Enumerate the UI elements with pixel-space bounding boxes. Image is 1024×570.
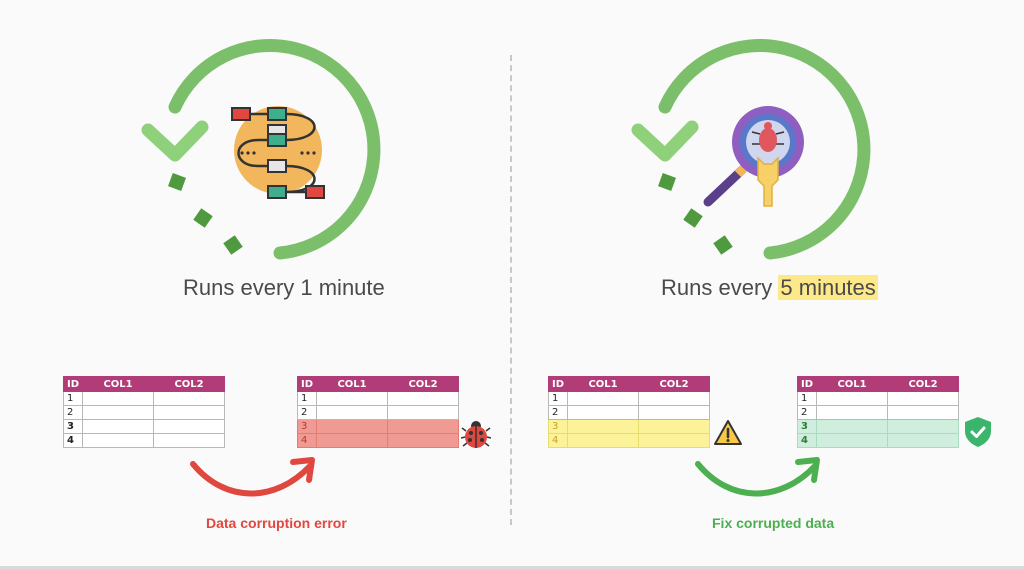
table-row-fixed: 4 — [796, 433, 960, 448]
loop-arrowhead — [141, 120, 209, 162]
header-col2: COL2 — [153, 376, 226, 392]
left-corrupted-table: ID COL1 COL2 1 2 3 4 — [296, 376, 460, 448]
shield-check-icon — [965, 417, 991, 447]
table-header-row: ID COL1 COL2 — [296, 376, 460, 392]
workflow-icon — [231, 106, 325, 199]
loop-arrowhead — [631, 120, 699, 162]
bug-fix-icon — [703, 106, 804, 207]
fix-arrow — [695, 457, 820, 497]
row-id: 1 — [547, 391, 569, 406]
table-row-corrupted: 4 — [296, 433, 460, 448]
table-row: 2 — [62, 405, 226, 420]
fix-label: Fix corrupted data — [712, 515, 835, 531]
row-id: 3 — [547, 419, 569, 434]
right-caption-prefix: Runs every — [661, 275, 779, 300]
header-id: ID — [62, 376, 84, 392]
row-id: 4 — [796, 433, 818, 448]
header-id: ID — [296, 376, 318, 392]
header-col1: COL1 — [82, 376, 155, 392]
header-col2: COL2 — [887, 376, 960, 392]
ladybug-icon — [461, 421, 491, 448]
table-row: 3 — [62, 419, 226, 434]
header-col1: COL1 — [567, 376, 640, 392]
row-id: 4 — [547, 433, 569, 448]
row-id: 1 — [296, 391, 318, 406]
header-col1: COL1 — [316, 376, 389, 392]
table-row-warning: 4 — [547, 433, 711, 448]
table-row: 1 — [796, 391, 960, 406]
left-initial-table: ID COL1 COL2 1 2 3 4 — [62, 376, 226, 448]
warning-icon — [714, 420, 742, 445]
table-row: 2 — [296, 405, 460, 420]
right-caption: Runs every 5 minutes — [661, 275, 878, 301]
table-header-row: ID COL1 COL2 — [796, 376, 960, 392]
row-id: 2 — [62, 405, 84, 420]
row-id: 1 — [62, 391, 84, 406]
header-col2: COL2 — [387, 376, 460, 392]
left-caption: Runs every 1 minute — [183, 275, 385, 300]
table-row-corrupted: 3 — [296, 419, 460, 434]
table-row: 4 — [62, 433, 226, 448]
panel-divider — [510, 55, 512, 525]
header-id: ID — [796, 376, 818, 392]
row-id: 3 — [62, 419, 84, 434]
row-id: 2 — [547, 405, 569, 420]
table-header-row: ID COL1 COL2 — [62, 376, 226, 392]
table-row: 1 — [62, 391, 226, 406]
row-id: 2 — [296, 405, 318, 420]
table-row: 1 — [547, 391, 711, 406]
corruption-label: Data corruption error — [206, 515, 347, 531]
bottom-edge — [0, 566, 1024, 570]
right-cycle-graphic — [631, 39, 871, 260]
corruption-arrow — [190, 457, 315, 497]
header-id: ID — [547, 376, 569, 392]
left-cycle-graphic — [141, 39, 381, 260]
table-row-fixed: 3 — [796, 419, 960, 434]
right-caption-highlight: 5 minutes — [778, 275, 878, 300]
table-header-row: ID COL1 COL2 — [547, 376, 711, 392]
table-row: 2 — [796, 405, 960, 420]
row-id: 4 — [62, 433, 84, 448]
header-col2: COL2 — [638, 376, 711, 392]
table-row-warning: 3 — [547, 419, 711, 434]
right-warning-table: ID COL1 COL2 1 2 3 4 — [547, 376, 711, 448]
table-row: 1 — [296, 391, 460, 406]
table-row: 2 — [547, 405, 711, 420]
row-id: 2 — [796, 405, 818, 420]
header-col1: COL1 — [816, 376, 889, 392]
row-id: 4 — [296, 433, 318, 448]
row-id: 1 — [796, 391, 818, 406]
row-id: 3 — [796, 419, 818, 434]
right-fixed-table: ID COL1 COL2 1 2 3 4 — [796, 376, 960, 448]
row-id: 3 — [296, 419, 318, 434]
